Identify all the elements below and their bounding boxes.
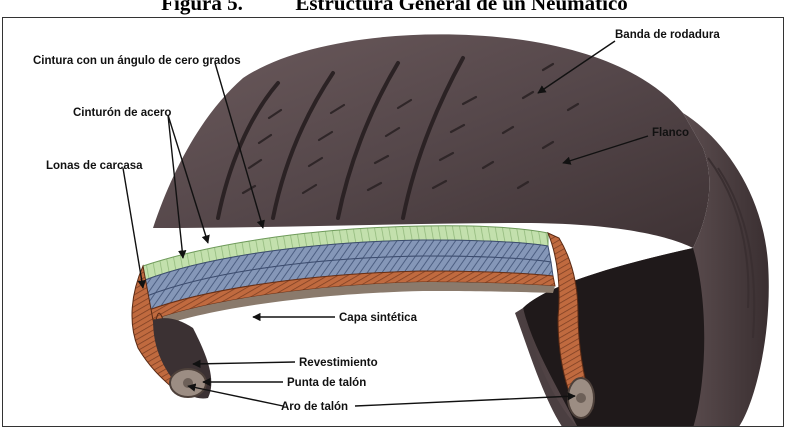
label-aro-talon: Aro de talón xyxy=(281,401,348,413)
figure-caption: Figura 5. Estructura General de un Neumá… xyxy=(0,0,789,17)
label-punta-talon: Punta de talón xyxy=(287,377,366,389)
caption-title: Estructura General de un Neumático xyxy=(295,0,627,15)
label-banda-rodadura: Banda de rodadura xyxy=(615,29,720,41)
label-cintura: Cintura con un ángulo de cero grados xyxy=(33,55,241,67)
figure-frame: Cintura con un ángulo de cero grados Cin… xyxy=(2,17,784,427)
label-revestimiento: Revestimiento xyxy=(299,357,378,369)
caption-number: Figura 5. xyxy=(161,0,243,15)
label-lonas-carcasa: Lonas de carcasa xyxy=(46,160,143,172)
label-cinturon-acero: Cinturón de acero xyxy=(73,107,171,119)
tire-cross-section-diagram: Cintura con un ángulo de cero grados Cin… xyxy=(3,18,784,427)
label-capa-sintetica: Capa sintética xyxy=(339,312,418,324)
label-flanco: Flanco xyxy=(652,127,689,139)
